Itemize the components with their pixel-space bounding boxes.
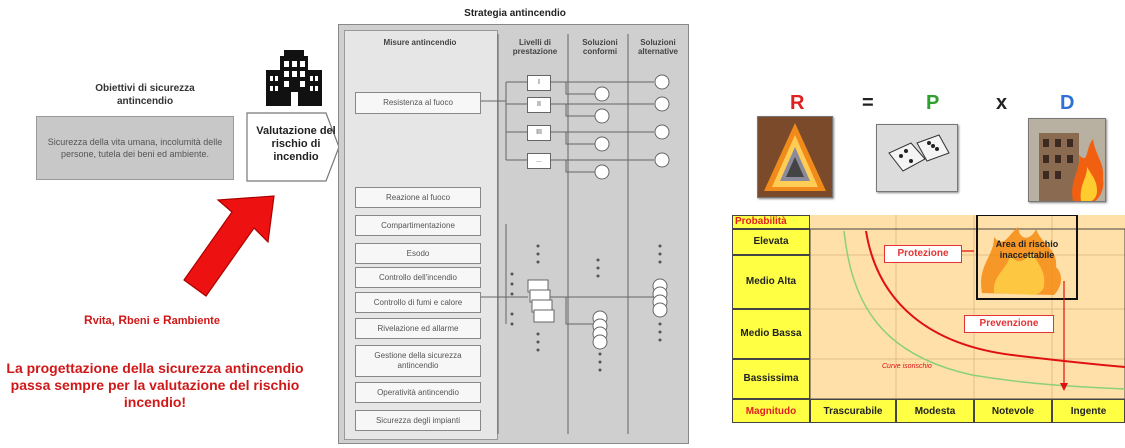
measure-item: Controllo di fumi e calore xyxy=(355,292,481,313)
y-label: Elevata xyxy=(732,229,810,255)
objectives-box: Sicurezza della vita umana, incolumità d… xyxy=(36,116,234,180)
conclusion-text: La progettazione della sicurezza antince… xyxy=(6,360,304,410)
risk-assessment-shape xyxy=(246,112,340,182)
measure-item: Controllo dell'incendio xyxy=(355,267,481,288)
x-label: Ingente xyxy=(1052,399,1125,423)
x-label: Trascurabile xyxy=(810,399,896,423)
risk-triangle-photo xyxy=(757,116,833,198)
fire-triangle-icon xyxy=(758,117,832,197)
header-alternative: Soluzioni alternative xyxy=(637,38,679,56)
separator: , xyxy=(111,313,119,327)
measure-item: Esodo xyxy=(355,243,481,264)
isorisk-curve-label: Curve isorischio xyxy=(882,363,932,370)
formula-d: D xyxy=(1060,92,1075,114)
risk-matrix: Probabilità Elevata Medio Alta Medio Bas… xyxy=(732,215,1125,423)
r-beni-sub: beni xyxy=(127,315,150,327)
measure-item: Operatività antincendio xyxy=(355,382,481,403)
formula-r: R xyxy=(790,92,805,114)
dice-photo xyxy=(876,124,958,192)
strategy-connectors xyxy=(480,34,670,434)
red-arrow-icon xyxy=(183,195,275,297)
measure-item: Reazione al fuoco xyxy=(355,187,481,208)
level-box: II xyxy=(527,97,551,113)
measure-item: Gestione della sicurezza antincendio xyxy=(355,345,481,377)
strategy-title: Strategia antincendio xyxy=(464,8,566,19)
protection-label: Protezione xyxy=(884,245,962,263)
level-box: III xyxy=(527,125,551,141)
dice-icon xyxy=(877,125,957,191)
x-label: Notevole xyxy=(974,399,1052,423)
r-beni-prefix: R xyxy=(118,313,128,327)
y-label: Bassissima xyxy=(732,359,810,399)
r-vita-sub: vita xyxy=(92,315,112,327)
formula-times: x xyxy=(996,92,1008,114)
level-box: I xyxy=(527,75,551,91)
header-levels: Livelli di prestazione xyxy=(512,38,558,56)
risk-curves xyxy=(809,215,1125,399)
x-axis-header: Magnitudo xyxy=(732,399,810,423)
measure-item: Sicurezza degli impianti xyxy=(355,410,481,431)
risk-assessment-label: Valutazione del rischio di incendio xyxy=(256,125,336,163)
burning-building-icon xyxy=(1029,119,1105,201)
objectives-title: Obiettivi di sicurezza antincendio xyxy=(95,83,195,107)
header-measures: Misure antincendio xyxy=(383,38,457,47)
r-ambiente-prefix: R xyxy=(162,313,172,327)
formula-equals: = xyxy=(862,92,874,114)
r-vita-prefix: R xyxy=(84,313,93,327)
measure-first: Resistenza al fuoco xyxy=(355,92,481,114)
separator: e xyxy=(149,313,163,327)
building-icon xyxy=(266,50,322,106)
header-conforming: Soluzioni conformi xyxy=(582,38,618,56)
prevention-label: Prevenzione xyxy=(964,315,1054,333)
risk-categories: Rvita, Rbeni e Rambiente xyxy=(42,313,262,327)
fire-building-photo xyxy=(1028,118,1106,202)
y-label: Medio Bassa xyxy=(732,309,810,359)
y-axis-header: Probabilità xyxy=(732,215,810,229)
r-ambiente-sub: ambiente xyxy=(171,315,220,327)
measure-item: Compartimentazione xyxy=(355,215,481,236)
measure-item: Rivelazione ed allarme xyxy=(355,318,481,339)
y-label: Medio Alta xyxy=(732,255,810,309)
level-box: ... xyxy=(527,153,551,169)
objectives-text: Sicurezza della vita umana, incolumità d… xyxy=(47,137,223,159)
unacceptable-area-label: Area di rischio inaccettabile xyxy=(995,239,1059,260)
x-label: Modesta xyxy=(896,399,974,423)
formula-p: P xyxy=(926,92,940,114)
